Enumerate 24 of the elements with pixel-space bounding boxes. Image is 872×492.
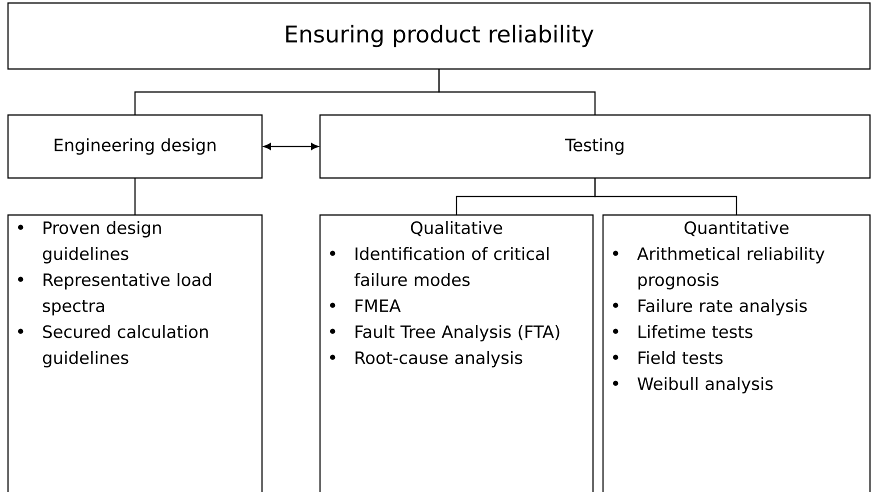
node-label: Weibull analysis bbox=[638, 376, 773, 394]
bullet-list-box: Quantitative Arithmetical reliability prognosis Failure rate analysis Lifetime tests Field tests Weibull analysis bbox=[602, 214, 871, 492]
category-box: Engineering design bbox=[7, 114, 263, 179]
node-label: Failure rate analysis bbox=[638, 298, 807, 316]
connector bbox=[264, 143, 318, 150]
connector bbox=[134, 178, 136, 215]
node-label: Lifetime tests bbox=[638, 324, 752, 338]
bullet-list-box: Qualitative Identification of critical failure modes FMEA Fault Tree Analysis (FTA) Root-cause analysis bbox=[319, 214, 594, 492]
node-label: Arithmetical reliability prognosis bbox=[637, 246, 824, 290]
node-label: Qualitative bbox=[410, 220, 502, 236]
category-box: Testing bbox=[319, 114, 871, 179]
connector bbox=[438, 69, 596, 115]
node-label: Proven design guidelines bbox=[42, 220, 161, 264]
bullet-list-box: Proven design guidelines Representative load spectra Secured calculation guidelines bbox=[7, 214, 263, 492]
node-label: Fault Tree Analysis (FTA) bbox=[356, 324, 560, 342]
node-label: FMEA bbox=[356, 300, 401, 312]
node-label: Quantitative bbox=[684, 220, 788, 236]
node-label: Identification of critical failure modes bbox=[354, 246, 549, 286]
title-box: Ensuring product reliability bbox=[7, 2, 871, 70]
connector bbox=[594, 178, 738, 215]
node-label: Secured calculation guidelines bbox=[42, 324, 208, 368]
node-label: Field tests bbox=[638, 350, 723, 364]
node-label: Root-cause analysis bbox=[356, 350, 522, 368]
node-label: Representative load spectra bbox=[42, 272, 211, 316]
